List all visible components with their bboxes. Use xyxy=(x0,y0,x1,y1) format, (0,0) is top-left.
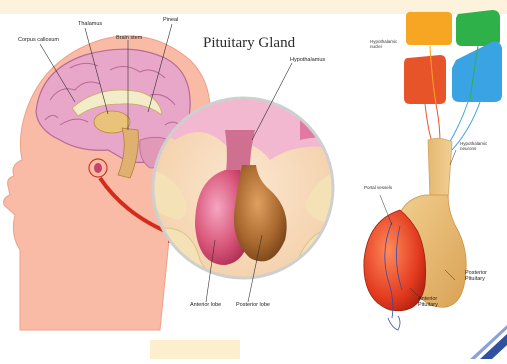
diagram-title: Pituitary Gland xyxy=(203,36,295,51)
label-hypothalamic-neurons: Hypothalamic neurons xyxy=(460,142,500,152)
label-posterior-lobe: Posterior lobe xyxy=(236,303,270,309)
nucleus-green xyxy=(456,10,500,46)
pituitary-small xyxy=(94,163,102,173)
label-thalamus: Thalamus xyxy=(78,22,102,28)
label-posterior-pituitary: Posterior Pituitary xyxy=(465,270,503,282)
label-hypothalamus: Hypothalamus xyxy=(290,58,325,64)
top-band xyxy=(0,0,507,14)
label-anterior-lobe: Anterior lobe xyxy=(190,303,221,309)
label-pineal: Pineal xyxy=(163,18,178,24)
label-corpus-callosum: Corpus callosum xyxy=(18,38,59,44)
label-brain-stem: Brain stem xyxy=(116,36,142,42)
nucleus-orange xyxy=(406,12,452,45)
nucleus-red xyxy=(404,55,446,104)
label-anterior-pituitary: Anterior Pituitary xyxy=(418,296,456,308)
bottom-band xyxy=(150,340,240,359)
hypothalamus-highlight xyxy=(300,115,340,140)
label-hypothalamic-nuclei: Hypothalamic nuclei xyxy=(370,40,404,50)
label-portal-vessels: Portal vessels xyxy=(364,186,394,191)
